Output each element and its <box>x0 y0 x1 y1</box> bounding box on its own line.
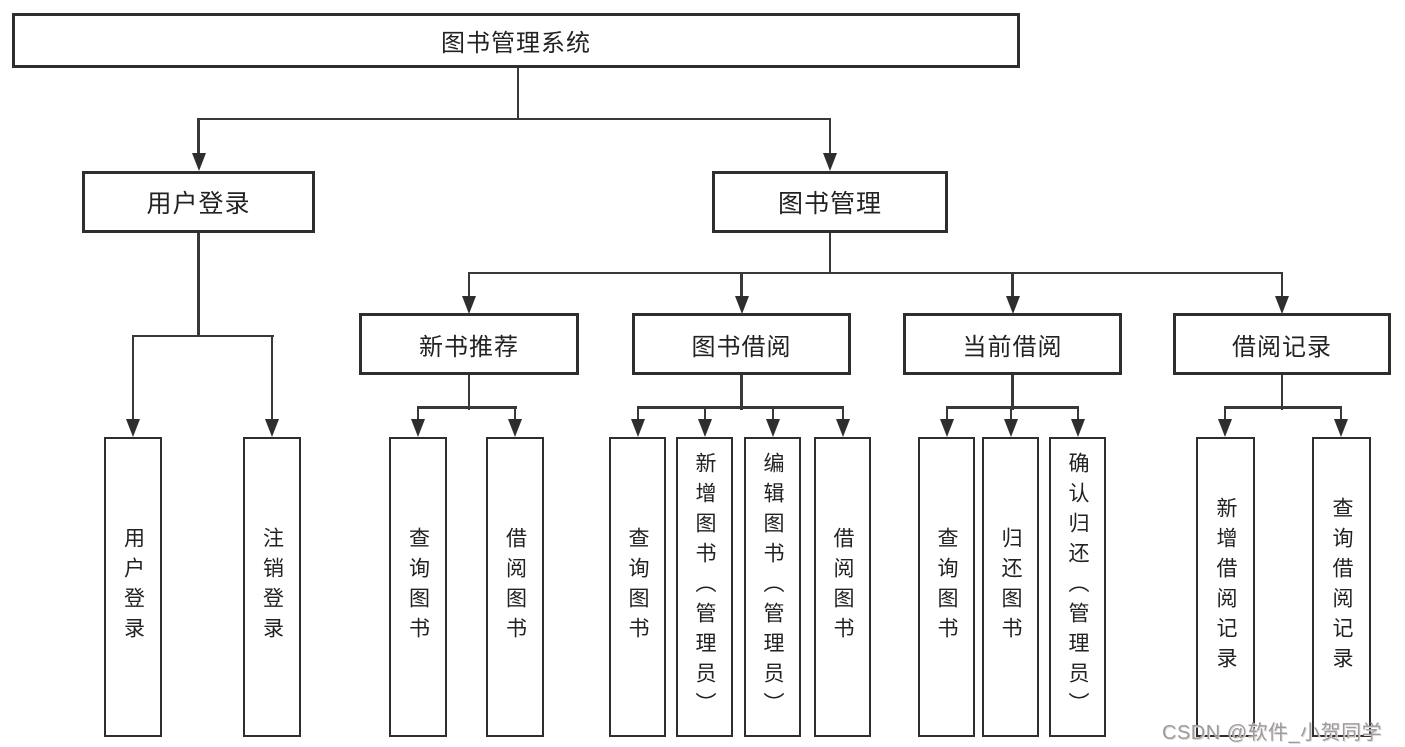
connector-line <box>1280 375 1284 410</box>
csdn-watermark: CSDN @软件_小贺同学 <box>1162 722 1383 744</box>
leaf-borrow-add-books-admin: 新增图书（管理员） <box>676 437 733 737</box>
arrowhead-icon <box>265 419 279 437</box>
box-borrow-records: 借阅记录 <box>1173 313 1391 375</box>
box-book-management: 图书管理 <box>712 171 948 233</box>
arrowhead-icon <box>1005 296 1020 314</box>
connector-line <box>467 375 471 410</box>
leaf-borrow-edit-books-admin: 编辑图书（管理员） <box>744 437 801 737</box>
arrowhead-icon <box>462 296 476 314</box>
arrowhead-icon <box>411 419 425 437</box>
connector-line <box>131 334 274 338</box>
leaf-label: 借阅图书 <box>831 527 854 647</box>
arrowhead-icon <box>766 419 780 437</box>
leaf-label: 借阅图书 <box>503 527 527 647</box>
connector-line <box>131 334 135 420</box>
connector-line <box>467 271 1284 275</box>
connector-line <box>828 117 832 154</box>
arrowhead-icon <box>191 153 206 171</box>
leaf-records-query-record: 查询借阅记录 <box>1312 437 1371 737</box>
leaf-newbook-borrow-books: 借阅图书 <box>486 437 544 737</box>
leaf-records-add-record: 新增借阅记录 <box>1196 437 1255 737</box>
connector-line <box>1011 375 1014 410</box>
connector-line <box>828 233 832 274</box>
arrowhead-icon <box>698 419 712 437</box>
leaf-label: 归还图书 <box>999 527 1022 647</box>
connector-line <box>771 406 775 421</box>
connector-line <box>1280 271 1284 297</box>
connector-line <box>1011 271 1014 297</box>
arrowhead-icon <box>1004 419 1018 437</box>
connector-line <box>740 271 743 297</box>
arrowhead-icon <box>734 296 749 314</box>
leaf-label: 新增借阅记录 <box>1214 497 1237 677</box>
box-root-library-management-system: 图书管理系统 <box>12 13 1020 68</box>
leaf-borrow-borrow-books: 借阅图书 <box>814 437 871 737</box>
leaf-current-query-books: 查询图书 <box>918 437 975 737</box>
arrowhead-icon <box>1275 296 1289 314</box>
leaf-label: 查询图书 <box>406 527 430 647</box>
leaf-borrow-query-books: 查询图书 <box>609 437 666 737</box>
box-new-book-recommend: 新书推荐 <box>359 313 579 375</box>
arrowhead-icon <box>1218 419 1232 437</box>
arrowhead-icon <box>1071 419 1085 437</box>
leaf-label: 编辑图书（管理员） <box>761 452 784 722</box>
leaf-label: 确认归还（管理员） <box>1066 452 1089 722</box>
connector-line <box>416 406 420 421</box>
leaf-current-confirm-return-admin: 确认归还（管理员） <box>1049 437 1106 737</box>
connector-line <box>703 406 707 421</box>
connector-line <box>740 375 743 410</box>
connector-line <box>416 406 517 409</box>
box-user-login: 用户登录 <box>82 171 315 233</box>
leaf-logout: 注销登录 <box>243 437 301 737</box>
connector-line <box>1223 406 1227 421</box>
connector-line <box>1339 406 1343 421</box>
connector-line <box>1223 406 1342 409</box>
connector-line <box>841 406 845 421</box>
arrowhead-icon <box>1334 419 1348 437</box>
connector-line <box>197 117 200 154</box>
arrowhead-icon <box>836 419 850 437</box>
connector-line <box>1076 406 1080 421</box>
leaf-label: 查询图书 <box>626 527 649 647</box>
arrowhead-icon <box>940 419 954 437</box>
connector-line <box>945 406 949 421</box>
connector-line <box>513 406 517 421</box>
arrowhead-icon <box>508 419 522 437</box>
leaf-user-login: 用户登录 <box>104 437 162 737</box>
arrowhead-icon <box>631 419 645 437</box>
leaf-current-return-books: 归还图书 <box>982 437 1039 737</box>
leaf-label: 查询借阅记录 <box>1330 497 1353 677</box>
connector-line <box>270 334 274 420</box>
leaf-label: 新增图书（管理员） <box>693 452 716 722</box>
leaf-label: 查询图书 <box>935 527 958 647</box>
connector-line <box>636 406 640 421</box>
box-book-borrow: 图书借阅 <box>632 313 851 375</box>
connector-line <box>1009 406 1013 421</box>
leaf-newbook-query-books: 查询图书 <box>389 437 447 737</box>
box-current-borrow: 当前借阅 <box>903 313 1122 375</box>
connector-line <box>197 117 832 121</box>
arrowhead-icon <box>126 419 140 437</box>
connector-line <box>467 271 471 297</box>
leaf-label: 用户登录 <box>121 527 145 647</box>
connector-line <box>516 68 520 120</box>
connector-line <box>636 406 844 409</box>
leaf-label: 注销登录 <box>260 527 284 647</box>
arrowhead-icon <box>823 153 837 171</box>
connector-line <box>197 233 200 337</box>
